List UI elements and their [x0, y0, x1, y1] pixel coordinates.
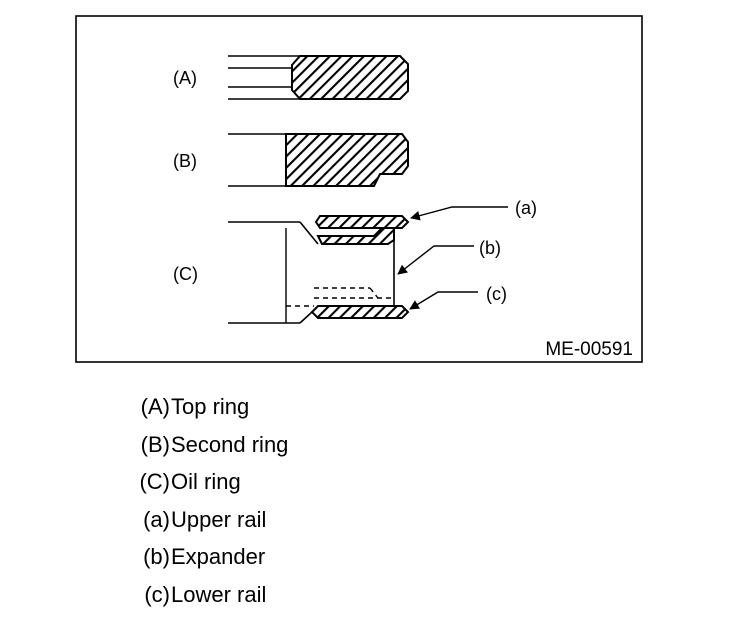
upper-rail-leader: [410, 206, 508, 221]
legend-row: (C) Oil ring: [100, 463, 500, 501]
expander-cross-section: [316, 227, 395, 245]
legend-row: (b) Expander: [100, 538, 500, 576]
expander-label: (b): [479, 238, 501, 258]
figure-code: ME-00591: [545, 339, 633, 360]
second-ring-cross-section: [285, 133, 409, 187]
legend-desc: Top ring: [171, 394, 250, 419]
upper-rail-label: (a): [515, 198, 537, 218]
legend-key: (A): [140, 394, 170, 419]
top-ring-label: (A): [173, 68, 197, 88]
legend-desc: Oil ring: [171, 469, 241, 494]
second-ring-section: (B): [173, 133, 409, 187]
legend: (A) Top ring (B) Second ring (C) Oil rin…: [100, 388, 500, 613]
legend-row: (c) Lower rail: [100, 576, 500, 614]
legend-key: (a): [143, 506, 170, 532]
lower-rail-cross-section: [310, 305, 410, 319]
figure-frame: [75, 15, 643, 363]
top-ring-cross-section: [291, 55, 409, 100]
legend-key: (B): [140, 431, 170, 457]
legend-row: (B) Second ring: [100, 426, 500, 464]
legend-row: (A) Top ring: [100, 388, 500, 426]
top-ring-section: (A): [173, 55, 409, 100]
legend-key: (C): [139, 469, 170, 494]
piston-ring-diagram: (A) (B) (C) (a) (b) (c) ME-00591: [75, 15, 643, 363]
upper-rail-cross-section: [314, 215, 410, 229]
legend-key: (b): [143, 544, 170, 569]
lower-rail-label: (c): [486, 284, 507, 304]
second-ring-label: (B): [173, 151, 197, 171]
lower-rail-leader: [409, 291, 478, 310]
legend-desc: Upper rail: [171, 506, 267, 532]
legend-desc: Expander: [171, 544, 266, 569]
legend-key: (c): [144, 581, 170, 607]
oil-ring-label: (C): [173, 264, 198, 284]
expander-leader: [397, 245, 474, 275]
legend-desc: Lower rail: [171, 581, 267, 607]
oil-ring-section: (C): [173, 215, 410, 324]
legend-desc: Second ring: [171, 431, 289, 457]
legend-row: (a) Upper rail: [100, 501, 500, 539]
